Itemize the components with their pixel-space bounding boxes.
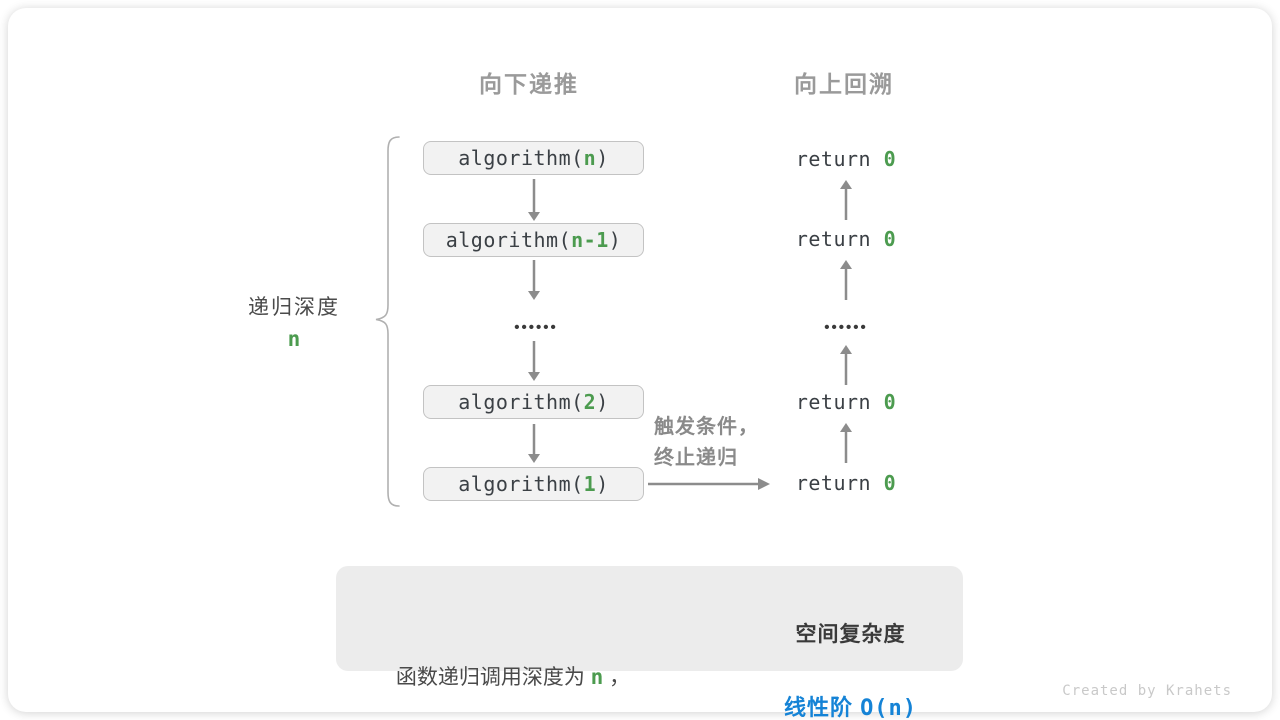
call-box-arg: 1: [583, 472, 597, 496]
call-box-text: algorithm(: [458, 146, 584, 170]
return-text: return: [795, 471, 884, 495]
return-statement: return 0: [776, 389, 916, 415]
summary-text: ，: [603, 666, 631, 689]
return-text: return: [795, 390, 884, 414]
call-box-arg: n-1: [571, 228, 609, 252]
depth-brace: [375, 136, 400, 507]
return-statement: return 0: [776, 226, 916, 252]
terminate-annotation-line1: 触发条件，: [654, 416, 759, 438]
call-box-n-1: algorithm(n-1): [423, 223, 644, 257]
figure-card: 向下递推 向上回溯 递归深度 n: [8, 8, 1272, 720]
ellipsis-left: ••••••: [514, 319, 558, 336]
terminate-annotation-line2: 终止递归: [654, 447, 738, 469]
up-arrow-3: [840, 345, 852, 385]
call-box-text: algorithm(: [458, 390, 584, 414]
call-box-n: algorithm(n): [423, 141, 644, 175]
return-statement: return 0: [776, 470, 916, 496]
return-value: 0: [883, 390, 897, 414]
terminate-arrow: [648, 478, 770, 490]
ellipsis-right: ••••••: [824, 319, 868, 336]
summary-n: n: [590, 665, 604, 689]
header-downward-recursion: 向下递推: [479, 71, 579, 97]
recursion-depth-value: n: [287, 327, 301, 351]
return-text: return: [795, 227, 884, 251]
up-arrow-2: [840, 260, 852, 300]
down-arrow-1: [528, 179, 540, 221]
call-box-text: ): [596, 472, 609, 496]
call-box-text: ): [608, 228, 622, 252]
up-arrow-4: [840, 423, 852, 463]
call-box-text: ): [596, 390, 609, 414]
summary-right-text: 空间复杂度 线性阶 O(n): [763, 582, 938, 720]
return-value: 0: [883, 227, 897, 251]
call-box-2: algorithm(2): [423, 385, 644, 419]
down-arrow-3: [528, 341, 540, 381]
call-box-1: algorithm(1): [423, 467, 644, 501]
up-arrow-1: [840, 180, 852, 220]
summary-box: [336, 566, 963, 671]
down-arrow-2: [528, 260, 540, 300]
call-box-arg: n: [583, 146, 597, 170]
summary-left-line1: 函数递归调用深度为 n ，: [348, 658, 678, 697]
space-complexity-title: 空间复杂度: [795, 623, 906, 646]
summary-text: 函数递归调用深度为: [395, 666, 591, 689]
space-complexity-result: 线性阶 O(n): [763, 688, 938, 720]
result-bigO: O(n): [860, 696, 918, 720]
down-arrow-4: [528, 424, 540, 463]
return-value: 0: [883, 471, 897, 495]
return-value: 0: [883, 147, 897, 171]
recursion-depth-label: 递归深度: [248, 296, 340, 319]
call-box-text: ): [596, 146, 609, 170]
result-label: 线性阶: [783, 695, 861, 720]
call-box-text: algorithm(: [458, 472, 584, 496]
return-statement: return 0: [776, 146, 916, 172]
summary-left-text: 函数递归调用深度为 n ， 共使用 O(n) 的栈帧空间: [348, 582, 678, 720]
return-text: return: [795, 147, 884, 171]
call-box-arg: 2: [583, 390, 597, 414]
header-upward-backtrack: 向上回溯: [794, 71, 894, 97]
watermark: Created by Krahets: [1062, 683, 1232, 699]
call-box-text: algorithm(: [445, 228, 572, 252]
